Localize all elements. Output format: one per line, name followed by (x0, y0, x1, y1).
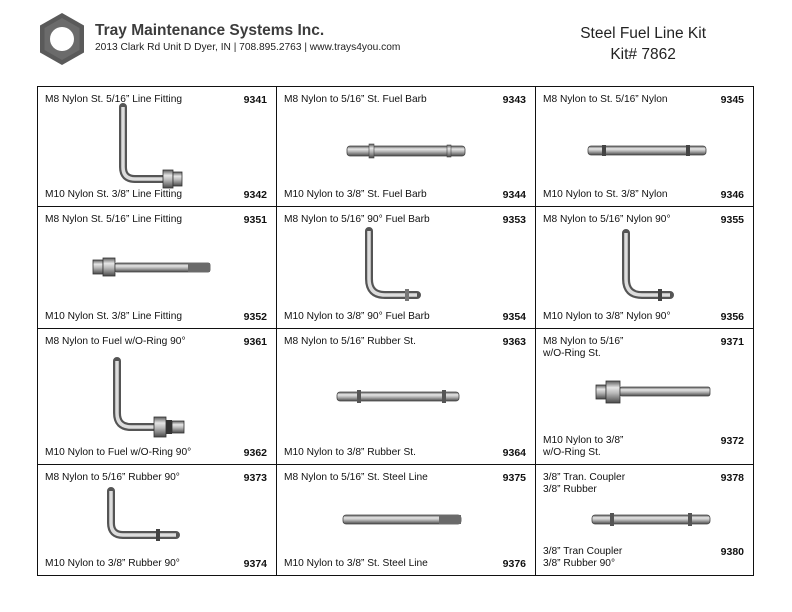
top-label: M8 Nylon St. 5/16” Line Fitting (45, 214, 183, 225)
bottom-part-number: 9342 (243, 189, 267, 201)
part-cell-9363: M8 Nylon to 5/16” Rubber St. 9363 M10 Ny… (277, 329, 536, 465)
bottom-label-line-2: 3/8” Rubber 90° (543, 558, 616, 569)
part-cell-9375: M8 Nylon to 5/16” St. Steel Line 9375 M1… (277, 465, 536, 575)
top-label: M8 Nylon to 5/16” w/O-Ring St. (543, 336, 623, 360)
bottom-part-number: 9356 (720, 311, 744, 323)
elbow-fuel-barb-image (365, 227, 421, 301)
top-label: M8 Nylon St. 5/16” Line Fitting (45, 94, 183, 105)
top-label: M8 Nylon to Fuel w/O-Ring 90° (45, 336, 186, 347)
straight-steel-line-image (342, 514, 462, 525)
top-label: M8 Nylon to 5/16” 90° Fuel Barb (284, 214, 430, 225)
bottom-label-line-1: M10 Nylon to 3/8” (543, 435, 624, 446)
parts-grid: M8 Nylon St. 5/16” Line Fitting 9341 M10… (37, 86, 754, 576)
bottom-label: M10 Nylon to 3/8” Rubber St. (284, 447, 416, 458)
bottom-part-number: 9352 (243, 311, 267, 323)
top-part-number: 9355 (720, 214, 744, 226)
top-label: 3/8” Tran. Coupler 3/8” Rubber (543, 472, 625, 496)
top-label: M8 Nylon to 5/16” St. Fuel Barb (284, 94, 427, 105)
kit-number: Kit# 7862 (610, 46, 676, 63)
top-label: M8 Nylon to 5/16” Rubber St. (284, 336, 416, 347)
part-cell-9345: M8 Nylon to St. 5/16” Nylon 9345 M10 Nyl… (536, 87, 753, 207)
bottom-label: 3/8” Tran Coupler 3/8” Rubber 90° (543, 546, 622, 570)
part-cell-9351: M8 Nylon St. 5/16” Line Fitting 9351 M10… (38, 207, 277, 329)
hex-nut-logo-icon (40, 13, 84, 65)
bottom-label: M10 Nylon to 3/8” Nylon 90° (543, 311, 671, 322)
top-label: M8 Nylon to 5/16” St. Steel Line (284, 472, 428, 483)
bottom-part-number: 9354 (502, 311, 526, 323)
bottom-label: M10 Nylon to 3/8” St. Fuel Barb (284, 189, 427, 200)
top-part-number: 9353 (502, 214, 526, 226)
bottom-part-number: 9362 (243, 447, 267, 459)
bottom-label: M10 Nylon to St. 3/8” Nylon (543, 189, 668, 200)
kit-title: Steel Fuel Line Kit Kit# 7862 (580, 23, 706, 65)
top-part-number: 9361 (243, 336, 267, 348)
page-header: Tray Maintenance Systems Inc. 2013 Clark… (0, 0, 792, 84)
top-part-number: 9378 (720, 472, 744, 484)
top-part-number: 9345 (720, 94, 744, 106)
straight-oring-fitting-image (595, 380, 711, 404)
top-part-number: 9371 (720, 336, 744, 348)
top-part-number: 9375 (502, 472, 526, 484)
straight-line-fitting-image (92, 257, 211, 277)
top-part-number: 9351 (243, 214, 267, 226)
bottom-label: M10 Nylon to 3/8” 90° Fuel Barb (284, 311, 430, 322)
bottom-label: M10 Nylon to 3/8” St. Steel Line (284, 558, 428, 569)
top-label-line-2: 3/8” Rubber (543, 484, 597, 495)
straight-fuel-barb-image (346, 143, 466, 159)
tran-coupler-image (591, 513, 711, 526)
straight-rubber-connector-image (336, 390, 460, 403)
straight-nylon-connector-image (587, 145, 707, 156)
bottom-label: M10 Nylon to 3/8” Rubber 90° (45, 558, 180, 569)
bottom-part-number: 9344 (502, 189, 526, 201)
bottom-label: M10 Nylon St. 3/8” Line Fitting (45, 189, 183, 200)
elbow-oring-fitting-image (113, 357, 185, 438)
part-cell-9341: M8 Nylon St. 5/16” Line Fitting 9341 M10… (38, 87, 277, 207)
bottom-label: M10 Nylon St. 3/8” Line Fitting (45, 311, 183, 322)
part-cell-9371: M8 Nylon to 5/16” w/O-Ring St. 9371 M10 … (536, 329, 753, 465)
top-label: M8 Nylon to 5/16” Nylon 90° (543, 214, 671, 225)
elbow-line-fitting-image (119, 103, 183, 189)
part-cell-9361: M8 Nylon to Fuel w/O-Ring 90° 9361 M10 N… (38, 329, 277, 465)
company-address: 2013 Clark Rd Unit D Dyer, IN | 708.895.… (95, 42, 401, 53)
part-cell-9353: M8 Nylon to 5/16” 90° Fuel Barb 9353 M10… (277, 207, 536, 329)
top-part-number: 9341 (243, 94, 267, 106)
kit-name: Steel Fuel Line Kit (580, 25, 706, 42)
top-label-line-1: 3/8” Tran. Coupler (543, 472, 626, 483)
bottom-part-number: 9374 (243, 558, 267, 570)
top-label-line-1: M8 Nylon to 5/16” (543, 336, 624, 347)
bottom-part-number: 9372 (720, 435, 744, 447)
bottom-label-line-1: 3/8” Tran Coupler (543, 546, 623, 557)
bottom-part-number: 9364 (502, 447, 526, 459)
top-label: M8 Nylon to 5/16” Rubber 90° (45, 472, 180, 483)
top-part-number: 9343 (502, 94, 526, 106)
top-part-number: 9363 (502, 336, 526, 348)
part-cell-9373: M8 Nylon to 5/16” Rubber 90° 9373 M10 Ny… (38, 465, 277, 575)
bottom-label-line-2: w/O-Ring St. (543, 447, 601, 458)
bottom-part-number: 9346 (720, 189, 744, 201)
bottom-label: M10 Nylon to Fuel w/O-Ring 90° (45, 447, 192, 458)
bottom-part-number: 9376 (502, 558, 526, 570)
bottom-part-number: 9380 (720, 546, 744, 558)
part-cell-9355: M8 Nylon to 5/16” Nylon 90° 9355 M10 Nyl… (536, 207, 753, 329)
elbow-nylon-connector-image (622, 229, 674, 301)
part-cell-9378: 3/8” Tran. Coupler 3/8” Rubber 9378 3/8”… (536, 465, 753, 575)
company-name: Tray Maintenance Systems Inc. (95, 22, 325, 39)
top-part-number: 9373 (243, 472, 267, 484)
part-cell-9343: M8 Nylon to 5/16” St. Fuel Barb 9343 M10… (277, 87, 536, 207)
elbow-rubber-connector-image (107, 487, 180, 541)
top-label-line-2: w/O-Ring St. (543, 348, 601, 359)
top-label: M8 Nylon to St. 5/16” Nylon (543, 94, 668, 105)
bottom-label: M10 Nylon to 3/8” w/O-Ring St. (543, 435, 623, 459)
